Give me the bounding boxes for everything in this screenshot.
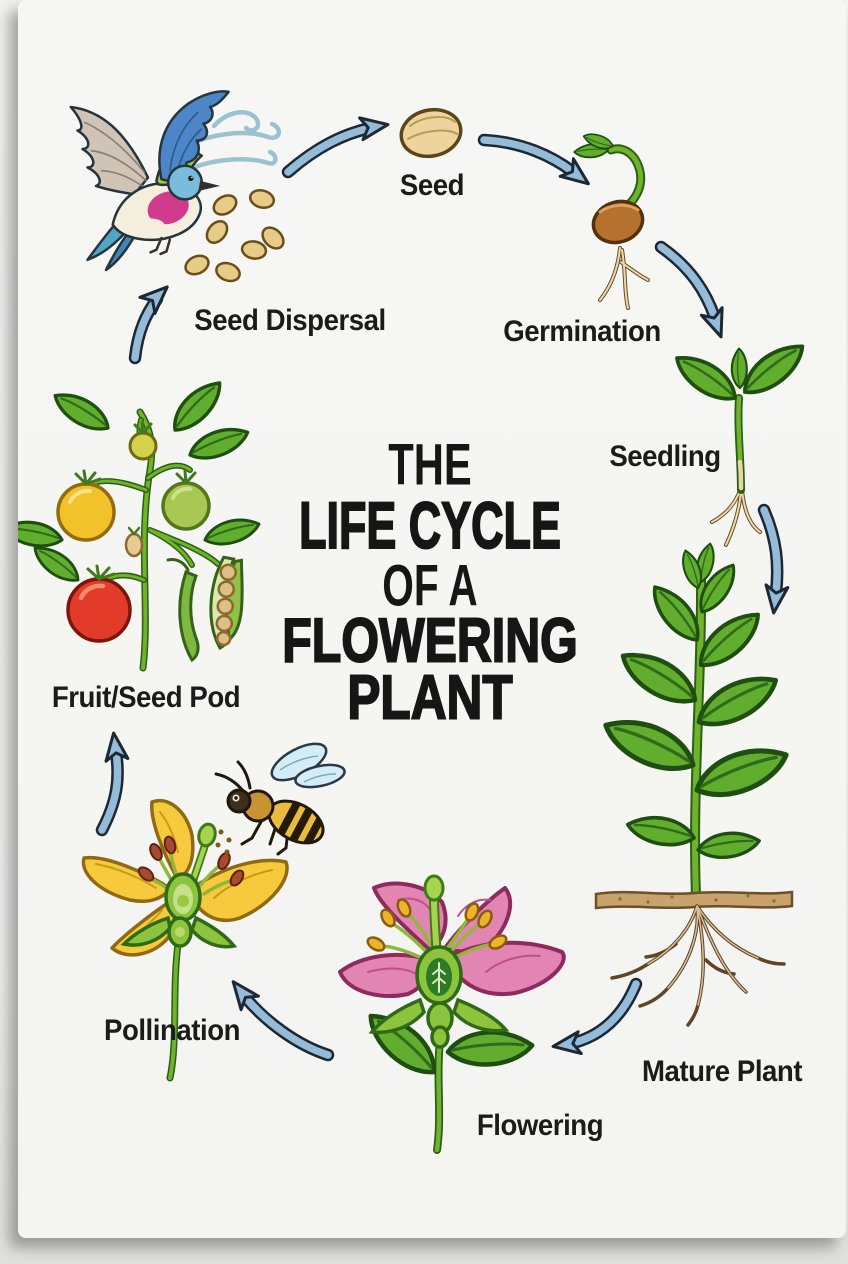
label-mature-plant: Mature Plant xyxy=(641,1055,803,1088)
arrow-dispersal-to-seed xyxy=(281,116,390,179)
mature-plant-icon xyxy=(594,541,794,1027)
arrow-mature-plant-to-flowering xyxy=(551,977,643,1056)
seed-icon xyxy=(399,107,463,159)
title-line-life-cycle: LIFE CYCLE xyxy=(298,487,561,563)
bird-icon xyxy=(69,90,230,272)
title-line-flowering: FLOWERING xyxy=(281,606,578,677)
arrow-flowering-to-pollination xyxy=(231,980,335,1062)
flowering-icon xyxy=(338,874,566,1154)
label-germination: Germination xyxy=(503,315,661,348)
label-seedling: Seedling xyxy=(609,440,721,473)
germination-icon xyxy=(572,126,650,310)
arrow-germination-to-seedling xyxy=(654,240,724,339)
seedling-icon xyxy=(667,339,814,547)
arrow-seed-to-germination xyxy=(477,133,590,186)
soil-line xyxy=(594,890,794,910)
title-line-the: THE xyxy=(388,432,472,498)
falling-seeds xyxy=(184,188,285,283)
label-pollination: Pollination xyxy=(103,1014,241,1047)
label-seed-dispersal: Seed Dispersal xyxy=(194,304,386,337)
title-line-of-a: OF A xyxy=(382,553,478,619)
roots xyxy=(610,904,786,1027)
arrow-fruit-to-dispersal xyxy=(128,285,169,365)
bee-icon xyxy=(214,742,346,856)
arrow-pollination-to-fruit xyxy=(95,731,130,837)
cycle-illustration xyxy=(18,90,814,1154)
title-line-plant: PLANT xyxy=(347,663,514,734)
label-seed: Seed xyxy=(399,169,465,202)
pollination-icon xyxy=(81,742,346,1082)
fruit-seed-pod-icon xyxy=(18,377,261,672)
life-cycle-poster: THE LIFE CYCLE OF A FLOWERING PLANT Seed… xyxy=(18,0,846,1238)
label-flowering: Flowering xyxy=(476,1109,604,1142)
label-fruit-seed-pod: Fruit/Seed Pod xyxy=(51,681,241,714)
arrow-seedling-to-mature-plant xyxy=(757,503,790,615)
